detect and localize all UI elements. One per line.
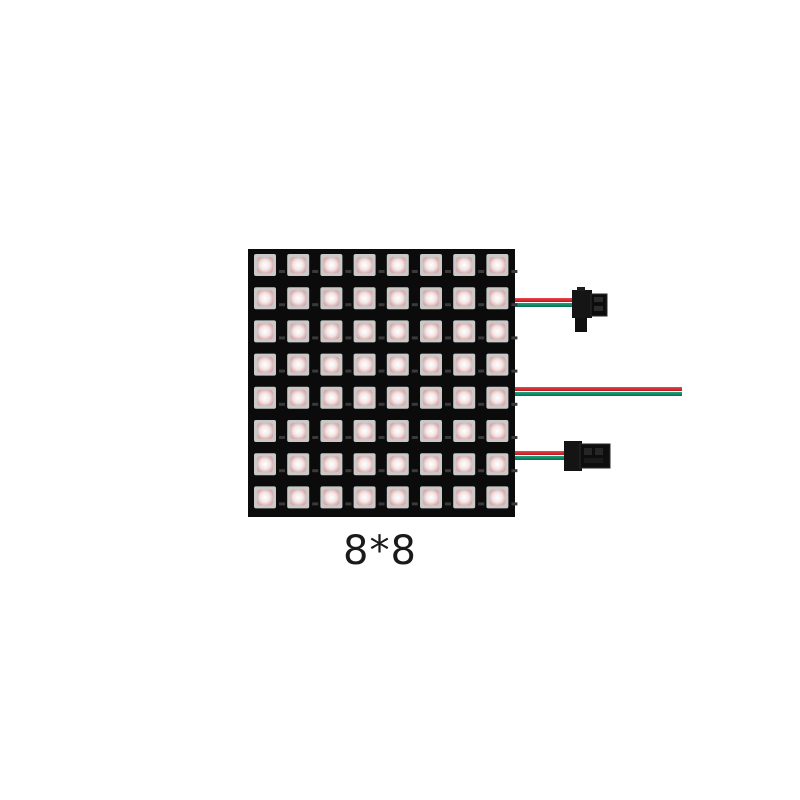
led-pixel xyxy=(386,353,418,376)
led-pixel xyxy=(353,287,385,310)
led-pixel xyxy=(287,386,319,409)
led-pixel xyxy=(353,254,385,276)
led-pixel xyxy=(254,386,285,409)
led-pixel xyxy=(287,320,319,343)
led-pixel xyxy=(353,420,385,442)
led-pixel xyxy=(453,420,485,442)
led-pixel xyxy=(420,420,451,442)
top-wire-pair xyxy=(512,298,574,307)
jst-sm-connector-icon xyxy=(572,287,608,332)
led-pixel xyxy=(320,386,352,409)
jst-sm-connector-icon xyxy=(564,441,611,471)
led-pixel xyxy=(287,287,319,310)
led-pixel xyxy=(453,386,485,409)
led-pixel xyxy=(287,486,319,509)
led-pixel xyxy=(353,320,385,343)
led-pixel xyxy=(254,486,285,509)
led-pixel xyxy=(486,420,518,442)
led-pixel xyxy=(486,386,518,409)
power-wire-pair xyxy=(512,387,682,396)
led-pixel xyxy=(353,486,385,509)
led-pixel xyxy=(486,320,518,343)
led-pixel xyxy=(353,453,385,476)
led-pixel xyxy=(486,287,518,310)
led-pixel xyxy=(254,420,285,442)
led-pixel xyxy=(386,287,418,310)
led-pixel xyxy=(320,486,352,509)
led-pixel xyxy=(420,453,451,476)
led-pixel xyxy=(254,287,285,310)
led-pixel xyxy=(320,320,352,343)
led-pixel xyxy=(453,254,485,276)
led-pixel xyxy=(386,254,418,276)
led-pixel xyxy=(386,386,418,409)
led-pixel xyxy=(453,320,485,343)
bottom-wire-pair xyxy=(512,451,566,460)
led-pixel xyxy=(420,320,451,343)
led-pixel xyxy=(287,353,319,376)
led-pixel xyxy=(420,353,451,376)
led-pixel xyxy=(486,254,518,276)
led-pixel xyxy=(486,486,518,509)
led-pixel xyxy=(320,254,352,276)
led-pixel xyxy=(420,254,451,276)
product-caption: 8*8 xyxy=(343,528,417,574)
led-pixel xyxy=(386,320,418,343)
led-pixel xyxy=(453,353,485,376)
led-pixel xyxy=(386,486,418,509)
led-pixel xyxy=(254,320,285,343)
led-pixel xyxy=(254,353,285,376)
led-pixel xyxy=(420,287,451,310)
led-pixel xyxy=(320,353,352,376)
led-pixel xyxy=(254,254,285,276)
led-pixel xyxy=(287,254,319,276)
led-pixel xyxy=(386,453,418,476)
led-pixel xyxy=(320,453,352,476)
led-pixel xyxy=(386,420,418,442)
led-pixel xyxy=(353,353,385,376)
led-pixel xyxy=(486,453,518,476)
led-pixel xyxy=(453,287,485,310)
led-pixel xyxy=(287,420,319,442)
led-pixel xyxy=(320,287,352,310)
led-pixel xyxy=(486,353,518,376)
led-pixel xyxy=(353,386,385,409)
led-pixel xyxy=(453,453,485,476)
led-pixel xyxy=(287,453,319,476)
led-pixel xyxy=(254,453,285,476)
led-pixel xyxy=(420,386,451,409)
led-pixel xyxy=(453,486,485,509)
led-grid xyxy=(254,254,518,509)
led-pixel xyxy=(320,420,352,442)
led-pixel xyxy=(420,486,451,509)
